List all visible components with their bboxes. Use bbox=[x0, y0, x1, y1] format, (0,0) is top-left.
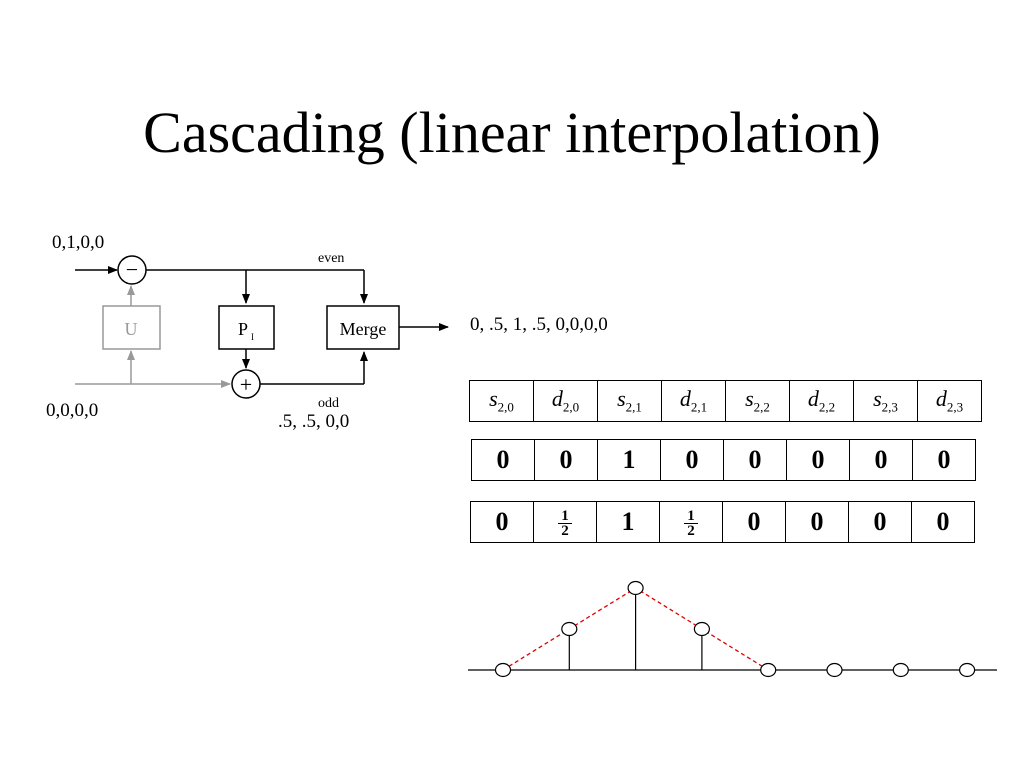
predict-block-label: P bbox=[238, 319, 248, 339]
predict-block bbox=[218, 305, 275, 350]
header-cell: d2,3 bbox=[917, 380, 982, 422]
header-cell: s2,0 bbox=[469, 380, 534, 422]
value-cell: 0 bbox=[912, 439, 976, 481]
header-cell: d2,2 bbox=[789, 380, 854, 422]
output-values: 0, .5, 1, .5, 0,0,0,0 bbox=[470, 314, 608, 335]
value-cell: 0 bbox=[660, 439, 724, 481]
header-subscript: 2,0 bbox=[497, 399, 514, 415]
value-cell: 0 bbox=[470, 501, 534, 543]
stem-point bbox=[892, 662, 909, 678]
header-symbol: d bbox=[551, 386, 563, 412]
value-cell: 0 bbox=[786, 439, 850, 481]
header-symbol: s bbox=[873, 386, 882, 412]
stem-point bbox=[561, 621, 578, 637]
plus-sign: + bbox=[240, 372, 252, 397]
header-symbol: s bbox=[745, 386, 754, 412]
even-label: even bbox=[318, 251, 344, 266]
stem-point bbox=[760, 662, 777, 678]
value-cell: 0 bbox=[849, 439, 913, 481]
slide-title: Cascading (linear interpolation) bbox=[143, 100, 881, 165]
header-cell: d2,1 bbox=[661, 380, 726, 422]
merge-block-label: Merge bbox=[340, 319, 387, 339]
value-cell: 0 bbox=[911, 501, 975, 543]
header-cell: s2,3 bbox=[853, 380, 918, 422]
update-block-label: U bbox=[125, 319, 138, 339]
value-cell: 1 bbox=[597, 439, 661, 481]
stem-point bbox=[958, 662, 976, 678]
header-cell: d2,0 bbox=[533, 380, 598, 422]
stem-point bbox=[627, 580, 644, 596]
value-cell: 0 bbox=[848, 501, 912, 543]
header-subscript: 2,3 bbox=[946, 399, 964, 415]
value-cell: 0 bbox=[723, 439, 787, 481]
header-subscript: 2,1 bbox=[625, 399, 642, 415]
value-cell: 0 bbox=[785, 501, 849, 543]
minus-sign: − bbox=[126, 257, 138, 282]
header-symbol: s bbox=[489, 386, 498, 412]
header-subscript: 2,2 bbox=[818, 399, 836, 415]
odd-label: odd bbox=[318, 396, 339, 411]
merge-block bbox=[326, 305, 400, 350]
header-subscript: 2,2 bbox=[753, 399, 770, 415]
header-symbol: s bbox=[617, 386, 626, 412]
value-cell: 1 bbox=[596, 501, 660, 543]
predict-block-subscript: I bbox=[251, 332, 254, 342]
stem-point bbox=[494, 662, 512, 678]
header-subscript: 2,0 bbox=[562, 399, 580, 415]
header-cell: s2,2 bbox=[725, 380, 790, 422]
update-block bbox=[102, 305, 161, 350]
header-symbol: d bbox=[679, 386, 691, 412]
header-cell: s2,1 bbox=[597, 380, 662, 422]
header-subscript: 2,3 bbox=[881, 399, 898, 415]
header-symbol: d bbox=[807, 386, 819, 412]
odd-input-values: 0,0,0,0 bbox=[46, 400, 98, 421]
header-symbol: d bbox=[935, 386, 947, 412]
odd-predicted-values: .5, .5, 0,0 bbox=[278, 411, 349, 432]
even-input-values: 0,1,0,0 bbox=[52, 232, 104, 253]
stem-point bbox=[693, 621, 711, 637]
value-cell: 0 bbox=[471, 439, 535, 481]
value-cell: 0 bbox=[534, 439, 598, 481]
header-subscript: 2,1 bbox=[690, 399, 708, 415]
stem-plot bbox=[468, 580, 997, 678]
value-cell: 0 bbox=[722, 501, 786, 543]
stem-point bbox=[826, 662, 843, 678]
